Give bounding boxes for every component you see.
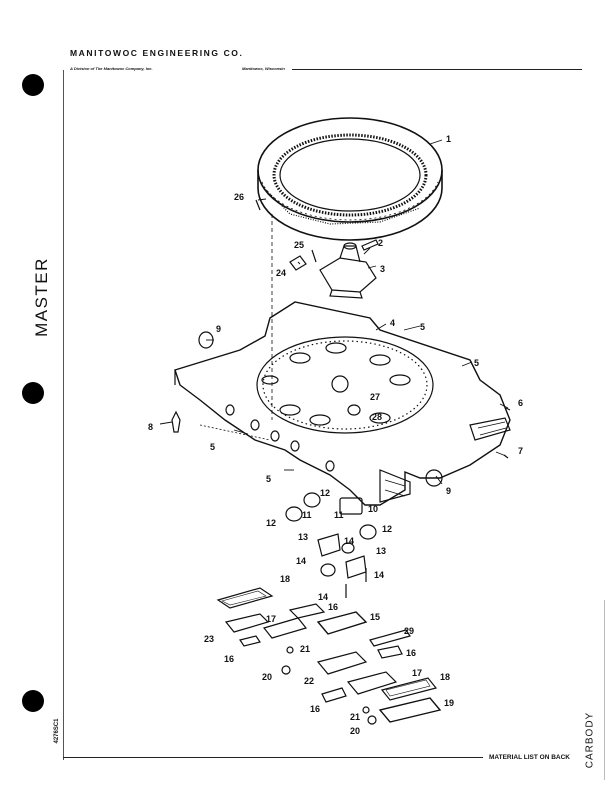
callout-18: 18 — [440, 672, 450, 682]
callout-12: 12 — [320, 488, 330, 498]
callout-3: 3 — [380, 264, 385, 274]
callout-12: 12 — [382, 524, 392, 534]
callout-1: 1 — [446, 134, 451, 144]
callout-labels: 1 2 3 4 5 5 5 5 6 7 8 9 9 10 11 11 12 12… — [148, 134, 523, 736]
callout-21: 21 — [300, 644, 310, 654]
callout-18: 18 — [280, 574, 290, 584]
callout-21: 21 — [350, 712, 360, 722]
callout-2: 2 — [378, 238, 383, 248]
callout-26: 26 — [234, 192, 244, 202]
page-edge — [604, 600, 605, 780]
callout-20: 20 — [350, 726, 360, 736]
callout-24: 24 — [276, 268, 286, 278]
callout-5: 5 — [266, 474, 271, 484]
ring-bolt — [255, 199, 273, 420]
callout-9: 9 — [446, 486, 451, 496]
callout-13: 13 — [298, 532, 308, 542]
callout-6: 6 — [518, 398, 523, 408]
callout-27: 27 — [370, 392, 380, 402]
roller-cluster — [285, 492, 377, 598]
callout-29: 29 — [404, 626, 414, 636]
binder-hole — [22, 690, 44, 712]
footer-note: MATERIAL LIST ON BACK — [489, 754, 571, 761]
callout-10: 10 — [368, 504, 378, 514]
division-line: A Division of The Manitowoc Company, Inc… — [70, 66, 153, 71]
callout-5: 5 — [474, 358, 479, 368]
callout-5: 5 — [420, 322, 425, 332]
callout-4: 4 — [390, 318, 395, 328]
swivel-assembly — [289, 239, 379, 299]
callout-17: 17 — [266, 614, 276, 624]
callout-16: 16 — [328, 602, 338, 612]
callout-16: 16 — [406, 648, 416, 658]
callout-14: 14 — [318, 592, 328, 602]
callout-15: 15 — [370, 612, 380, 622]
binder-hole — [22, 74, 44, 96]
callout-20: 20 — [262, 672, 272, 682]
callout-16: 16 — [310, 704, 320, 714]
binder-hole — [22, 382, 44, 404]
callout-11: 11 — [302, 510, 312, 520]
margin-rule — [63, 70, 64, 760]
callout-19: 19 — [444, 698, 454, 708]
callout-13: 13 — [376, 546, 386, 556]
swing-ring-gear — [257, 117, 443, 241]
header-rule — [292, 69, 582, 70]
location-line: Manitowoc, Wisconsin — [242, 66, 285, 71]
callout-25: 25 — [294, 240, 304, 250]
cover-plates — [216, 587, 442, 725]
callout-9: 9 — [216, 324, 221, 334]
callout-28: 28 — [372, 412, 382, 422]
callout-14: 14 — [296, 556, 306, 566]
callout-8: 8 — [148, 422, 153, 432]
callout-16: 16 — [224, 654, 234, 664]
frame-fittings — [171, 331, 511, 487]
callout-5: 5 — [210, 442, 215, 452]
carbody-frame — [174, 301, 511, 506]
callout-12: 12 — [266, 518, 276, 528]
company-name: MANITOWOC ENGINEERING CO. — [70, 48, 244, 58]
callout-7: 7 — [518, 446, 523, 456]
footer-rule — [63, 757, 483, 758]
callout-17: 17 — [412, 668, 422, 678]
callout-22: 22 — [304, 676, 314, 686]
callout-14: 14 — [374, 570, 384, 580]
callout-23: 23 — [204, 634, 214, 644]
callout-11: 11 — [334, 510, 344, 520]
leader-lines — [159, 139, 509, 485]
callout-14: 14 — [344, 536, 354, 546]
